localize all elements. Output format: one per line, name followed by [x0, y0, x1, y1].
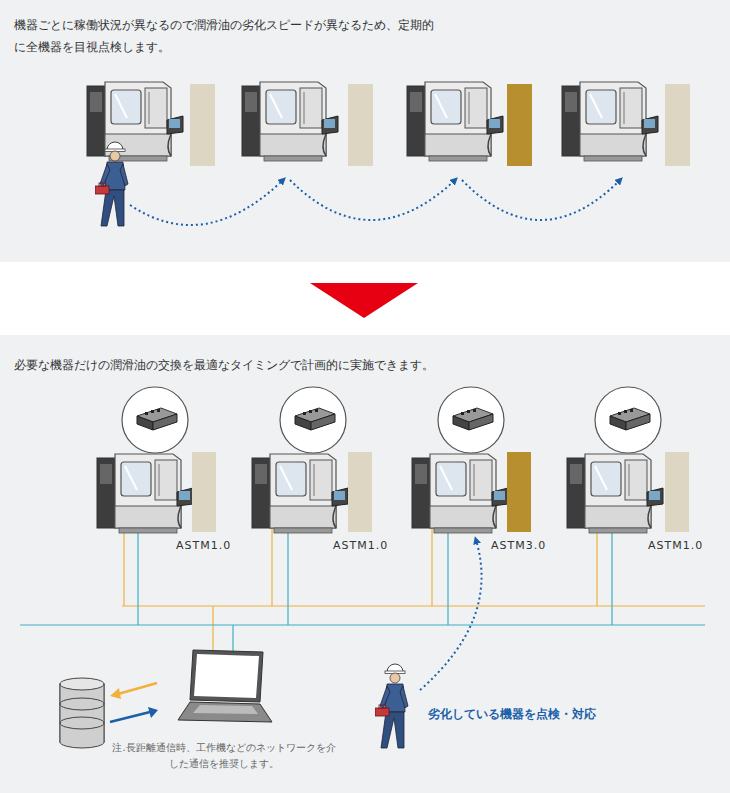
- top-machines: [87, 82, 690, 166]
- worker: [95, 142, 128, 226]
- data-arrows: [110, 683, 158, 722]
- sensor-callouts: [122, 387, 661, 453]
- down-arrow: [310, 283, 418, 318]
- oil-grade: ASTM1.0: [648, 538, 703, 553]
- patrol-path: [130, 180, 620, 225]
- worker: [375, 664, 408, 748]
- network-lines: [20, 528, 705, 655]
- top-panel: [0, 0, 730, 262]
- bottom-machines: [97, 452, 689, 533]
- oil-grade: ASTM3.0: [491, 538, 546, 553]
- bottom-panel: [0, 335, 730, 793]
- oil-grade: ASTM1.0: [176, 538, 231, 553]
- note: 注.長距離通信時、工作機などのネットワークを介した通信を推奨します。: [108, 740, 340, 772]
- panel-caption: 必要な機器だけの潤滑油の交換を最適なタイミングで計画的に実施できます。: [14, 354, 514, 376]
- oil-grade: ASTM1.0: [333, 538, 388, 553]
- panel-caption: 機器ごとに稼働状況が異なるので潤滑油の劣化スピードが異なるため、定期的に全機器を…: [14, 14, 434, 58]
- database: [60, 678, 104, 748]
- inspect-path: [420, 540, 482, 690]
- laptop: [178, 650, 272, 722]
- action-label: 劣化している機器を点検・対応: [428, 706, 596, 723]
